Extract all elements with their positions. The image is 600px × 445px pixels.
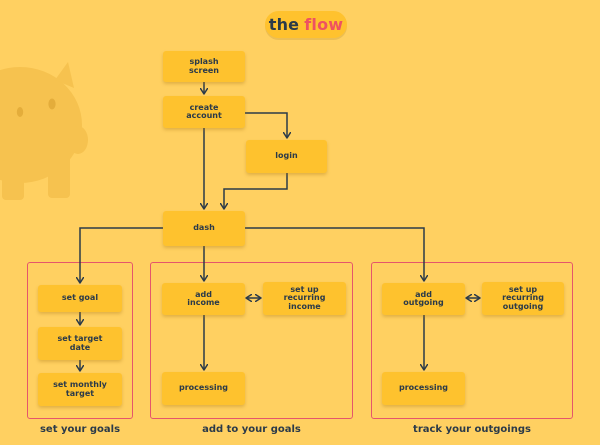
page-title: the flow — [265, 11, 347, 38]
group-track-your-outgoings — [371, 262, 573, 419]
group-label-goals: set your goals — [39, 424, 121, 435]
node-set-monthly-target[interactable]: set monthly target — [38, 373, 122, 406]
edge-dash-outgoing — [245, 227, 424, 281]
node-create-account[interactable]: create account — [163, 96, 245, 128]
node-splash-screen[interactable]: splash screen — [163, 51, 245, 82]
node-set-goal[interactable]: set goal — [38, 285, 122, 312]
node-recurring-outgoing[interactable]: set up recurring outgoing — [482, 282, 564, 315]
group-label-outgoings: track your outgoings — [413, 424, 531, 435]
node-set-target-date[interactable]: set target date — [38, 327, 122, 360]
node-processing-income[interactable]: processing — [162, 372, 245, 405]
node-add-income[interactable]: add income — [162, 283, 245, 315]
title-word-flow: flow — [304, 15, 344, 34]
edge-login-dash — [224, 173, 288, 209]
edge-dash-goals — [80, 227, 163, 283]
piggy-bank-icon — [0, 62, 88, 200]
node-add-outgoing[interactable]: add outgoing — [382, 283, 465, 315]
node-dash[interactable]: dash — [163, 211, 245, 246]
node-processing-outgoing[interactable]: processing — [382, 372, 465, 405]
group-add-to-your-goals — [150, 262, 353, 419]
edge-create-login — [245, 112, 287, 138]
group-label-add: add to your goals — [202, 424, 301, 435]
title-word-the: the — [268, 15, 300, 34]
node-login[interactable]: login — [246, 140, 327, 173]
node-recurring-income[interactable]: set up recurring income — [263, 282, 346, 315]
